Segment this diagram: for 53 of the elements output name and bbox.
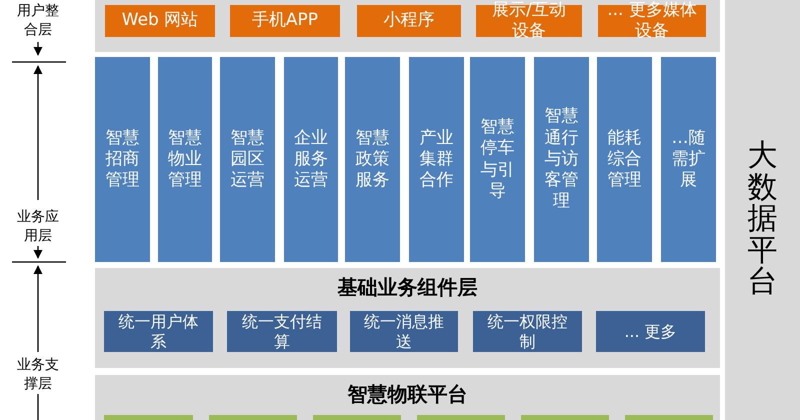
module-column (470, 57, 525, 262)
module-column (95, 57, 150, 262)
box-text: ... 更多 (623, 322, 678, 342)
box-text: 统一支付结算 (241, 312, 323, 352)
layer-panel (95, 375, 720, 420)
channel-box (105, 5, 215, 37)
module-column (284, 57, 338, 262)
component-box (227, 311, 337, 352)
box-text: 智慧园区运营 (230, 128, 266, 192)
layer-label: 业务支撑层 (16, 356, 60, 394)
box-text: …随需扩展 (670, 128, 706, 192)
box-text: 企业服务运营 (293, 128, 329, 192)
module-column (597, 57, 652, 262)
platform-box (313, 415, 401, 420)
module-column (345, 57, 400, 262)
box-text: 手机APP (250, 10, 320, 32)
box-text: 统一用户体系 (118, 312, 200, 352)
platform-box (104, 415, 193, 420)
component-box (473, 311, 582, 352)
box-text: 统一权限控制 (486, 312, 568, 352)
channel-box (230, 5, 340, 37)
component-box (104, 311, 213, 352)
box-text: 智慧政策服务 (354, 128, 390, 192)
platform-title: 大数据平台 (746, 140, 778, 298)
module-column (158, 57, 212, 262)
box-text: 统一消息推送 (363, 312, 445, 352)
box-text: 能耗综合管理 (606, 128, 642, 192)
box-text: 智慧物业管理 (167, 128, 203, 192)
box-text: 智慧通行与访客管理 (544, 106, 580, 213)
box-text: Web 网站 (120, 10, 200, 32)
box-text: 智慧招商管理 (104, 128, 140, 192)
box-text: 小程序 (382, 10, 436, 32)
platform-box (625, 415, 713, 420)
box-text: ... 更多媒体设备 (606, 0, 698, 42)
module-column (220, 57, 275, 262)
platform-box (417, 415, 505, 420)
layer-panel (95, 268, 720, 368)
module-column (409, 57, 464, 262)
component-box (596, 311, 705, 352)
box-text: 产业集群合作 (418, 128, 454, 192)
layer-title: 智慧物联平台 (348, 381, 468, 408)
layer-title: 基础业务组件层 (338, 274, 478, 301)
platform-box (521, 415, 609, 420)
box-text: 智慧停车与引导 (480, 117, 516, 202)
box-text: 展示/互动设备 (491, 0, 567, 42)
layer-label: 业务应用层 (16, 208, 60, 246)
component-box (350, 311, 458, 352)
module-column (534, 57, 589, 262)
module-column (661, 57, 716, 262)
channel-box (357, 5, 461, 37)
platform-box (209, 415, 297, 420)
platform-panel (725, 0, 800, 420)
layer-panel (95, 0, 720, 52)
